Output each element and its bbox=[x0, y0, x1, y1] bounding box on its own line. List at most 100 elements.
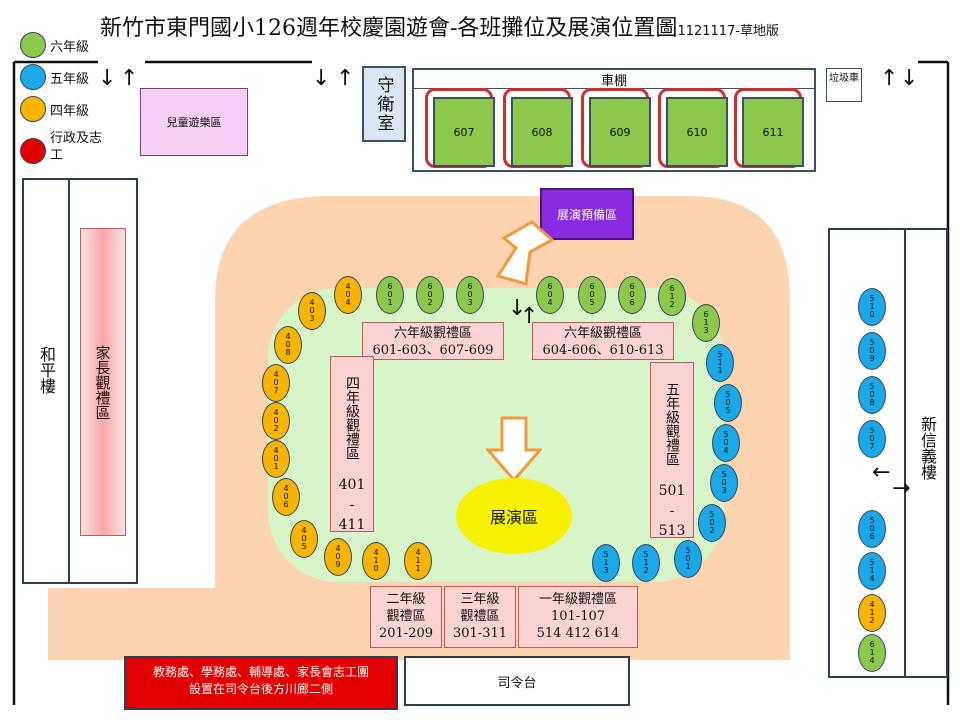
booth-404[interactable]: 404 bbox=[334, 276, 362, 314]
grade5-range-dash: - bbox=[669, 503, 675, 519]
entrance-arrow-right-up: ↑ bbox=[880, 66, 899, 91]
shed-booth-label: 608 bbox=[511, 97, 573, 167]
title-version: 1121117-草地版 bbox=[677, 24, 780, 39]
grade6-right-title: 六年級觀禮區 bbox=[563, 326, 642, 341]
children-playground: 兒童遊樂區 bbox=[140, 88, 248, 156]
booth-601[interactable]: 601 bbox=[376, 276, 404, 314]
grade5-range-start: 501 bbox=[658, 483, 686, 499]
booth-408[interactable]: 408 bbox=[274, 326, 302, 364]
booth-502[interactable]: 502 bbox=[698, 504, 726, 542]
booth-612[interactable]: 612 bbox=[658, 278, 686, 316]
shed-booth-608[interactable]: 608 bbox=[503, 88, 573, 168]
booth-503[interactable]: 503 bbox=[710, 464, 738, 502]
grade6-right-classes: 604-606、610-613 bbox=[542, 343, 664, 358]
title-main: 新竹市東門國小126週年校慶園遊會-各班攤位及展演位置圖 bbox=[100, 16, 678, 41]
grade2-viewing-area: 二年級 觀禮區 201-209 bbox=[370, 586, 442, 648]
performance-stage: 展演區 bbox=[456, 478, 572, 554]
grade5-viewing-title: 五年級觀禮區 bbox=[664, 382, 680, 466]
booth-508[interactable]: 508 bbox=[858, 376, 886, 414]
heping-building-divider bbox=[68, 178, 70, 584]
grade4-viewing-area: 四年級觀禮區 401 - 411 bbox=[330, 356, 374, 533]
booth-412[interactable]: 412 bbox=[858, 594, 886, 632]
entrance-arrow-left-down: ↓ bbox=[98, 66, 117, 91]
booth-410[interactable]: 410 bbox=[362, 542, 390, 580]
xinxinyi-building-label: 新信義樓 bbox=[918, 416, 937, 480]
legend-swatch-admin bbox=[20, 138, 46, 164]
booth-602[interactable]: 602 bbox=[416, 276, 444, 314]
performance-prep-area: 展演預備區 bbox=[540, 188, 634, 240]
bike-shed-label: 車棚 bbox=[600, 74, 627, 89]
legend-swatch-grade6 bbox=[20, 32, 46, 58]
grade2-line1: 二年級 bbox=[386, 592, 426, 607]
grade1-line1: 一年級觀禮區 bbox=[538, 592, 617, 607]
legend-label-grade6: 六年級 bbox=[50, 40, 90, 55]
booth-505[interactable]: 505 bbox=[714, 384, 742, 422]
booth-504[interactable]: 504 bbox=[712, 424, 740, 462]
grade2-line2: 觀禮區 bbox=[386, 609, 426, 624]
entrance-arrow-right-down: ↓ bbox=[900, 66, 919, 91]
parents-viewing-area: 家長觀禮區 bbox=[80, 228, 126, 536]
legend-label-grade4: 四年級 bbox=[50, 104, 90, 119]
booth-506[interactable]: 506 bbox=[858, 510, 886, 548]
entrance-arrow-left-up: ↑ bbox=[120, 66, 139, 91]
entrance-arrow-mid-up: ↑ bbox=[336, 66, 355, 91]
grade4-viewing-title: 四年級觀禮區 bbox=[344, 376, 360, 460]
grade4-range-dash: - bbox=[349, 497, 355, 513]
trash-truck-area: 垃圾車 bbox=[826, 68, 862, 102]
booth-603[interactable]: 603 bbox=[456, 276, 484, 314]
legend-label-admin: 行政及志工 bbox=[50, 131, 103, 163]
entrance-arrow-mid-down: ↓ bbox=[312, 66, 331, 91]
booth-405[interactable]: 405 bbox=[290, 520, 318, 558]
shed-booth-607[interactable]: 607 bbox=[425, 88, 495, 168]
prep-to-field-arrow bbox=[495, 220, 555, 286]
xinxinyi-building bbox=[828, 228, 948, 678]
booth-507[interactable]: 507 bbox=[858, 420, 886, 458]
booth-604[interactable]: 604 bbox=[536, 276, 564, 314]
booth-606[interactable]: 606 bbox=[618, 276, 646, 314]
booth-401[interactable]: 401 bbox=[262, 440, 290, 478]
heping-building-label: 和平樓 bbox=[37, 346, 56, 394]
shed-booth-611[interactable]: 611 bbox=[734, 88, 804, 168]
grade4-range-start: 401 bbox=[338, 477, 366, 493]
booth-411[interactable]: 411 bbox=[404, 542, 432, 580]
legend-swatch-grade5 bbox=[20, 64, 46, 90]
shed-booth-label: 607 bbox=[433, 97, 495, 167]
shed-booth-label: 610 bbox=[666, 97, 728, 167]
legend-swatch-grade4 bbox=[20, 96, 46, 122]
shed-booth-610[interactable]: 610 bbox=[658, 88, 728, 168]
shed-booth-609[interactable]: 609 bbox=[581, 88, 651, 168]
booth-409[interactable]: 409 bbox=[324, 538, 352, 576]
booth-406[interactable]: 406 bbox=[272, 478, 300, 516]
booth-403[interactable]: 403 bbox=[298, 292, 326, 330]
xinxinyi-building-divider bbox=[904, 228, 906, 678]
booth-513[interactable]: 513 bbox=[592, 544, 620, 582]
booth-407[interactable]: 407 bbox=[262, 364, 290, 402]
grade1-line2: 101-107 bbox=[550, 609, 606, 624]
exit-arrow-left: ← bbox=[872, 460, 891, 485]
admin-volunteer-note: 教務處、學務處、輔導處、家長會志工團 設置在司令台後方川廊二側 bbox=[124, 656, 398, 710]
booth-510[interactable]: 510 bbox=[858, 288, 886, 326]
grade6-left-title: 六年級觀禮區 bbox=[393, 326, 472, 341]
grade6-left-classes: 601-603、607-609 bbox=[372, 343, 494, 358]
grade5-range-end: 513 bbox=[658, 523, 686, 539]
booth-402[interactable]: 402 bbox=[262, 402, 290, 440]
grade4-range-end: 411 bbox=[338, 517, 366, 533]
grade6-viewing-area-right: 六年級觀禮區 604-606、610-613 bbox=[532, 322, 674, 360]
booth-509[interactable]: 509 bbox=[858, 332, 886, 370]
booth-605[interactable]: 605 bbox=[578, 276, 606, 314]
grade1-line3: 514 412 614 bbox=[536, 626, 620, 641]
booth-511[interactable]: 511 bbox=[706, 344, 734, 382]
booth-613[interactable]: 613 bbox=[692, 304, 720, 342]
booth-514[interactable]: 514 bbox=[858, 552, 886, 590]
admin-note-line2: 設置在司令台後方川廊二側 bbox=[188, 682, 333, 696]
booth-512[interactable]: 512 bbox=[632, 544, 660, 582]
booth-614[interactable]: 614 bbox=[858, 634, 886, 672]
grass-field bbox=[268, 288, 724, 582]
booth-501[interactable]: 501 bbox=[674, 540, 702, 578]
grade2-line3: 201-209 bbox=[378, 626, 434, 641]
legend-label-grade5: 五年級 bbox=[50, 72, 90, 87]
prep-walk-arrow-down: ↓ bbox=[508, 296, 527, 321]
grade3-line3: 301-311 bbox=[452, 626, 508, 641]
map-title: 新竹市東門國小126週年校慶園遊會-各班攤位及展演位置圖1121117-草地版 bbox=[100, 10, 779, 42]
command-platform: 司令台 bbox=[404, 656, 630, 706]
